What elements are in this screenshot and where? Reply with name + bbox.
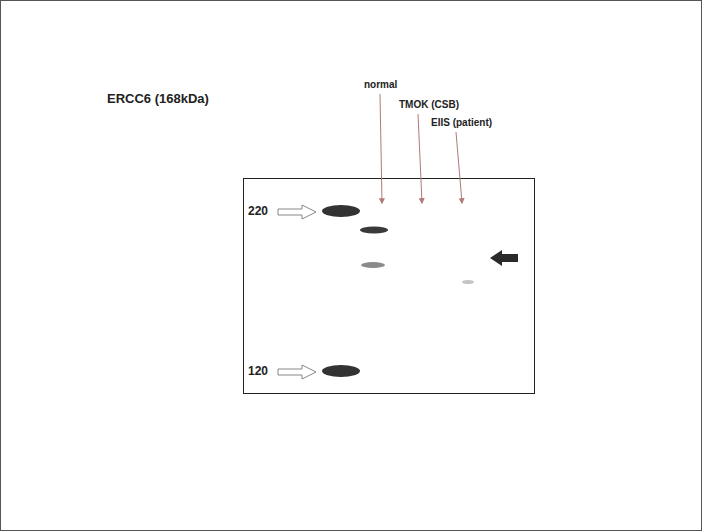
lane-label: normal xyxy=(364,79,397,90)
ladder-band xyxy=(322,205,360,217)
lane-label: TMOK (CSB) xyxy=(399,99,459,110)
blot-frame xyxy=(244,179,535,394)
blot-band xyxy=(361,262,385,268)
lane-arrow xyxy=(418,114,422,203)
size-marker: 220 xyxy=(248,205,268,218)
size-marker: 120 xyxy=(248,365,268,378)
blot-band xyxy=(462,280,474,284)
blot-band xyxy=(360,227,388,234)
ladder-band xyxy=(322,365,360,377)
lane-arrow xyxy=(456,132,462,203)
lane-arrow xyxy=(380,94,382,203)
figure-title: ERCC6 (168kDa) xyxy=(107,92,209,106)
lane-label: EIIS (patient) xyxy=(431,117,492,128)
marker-arrow xyxy=(278,205,316,219)
marker-arrow xyxy=(278,365,316,379)
pointer-arrow xyxy=(490,250,518,266)
